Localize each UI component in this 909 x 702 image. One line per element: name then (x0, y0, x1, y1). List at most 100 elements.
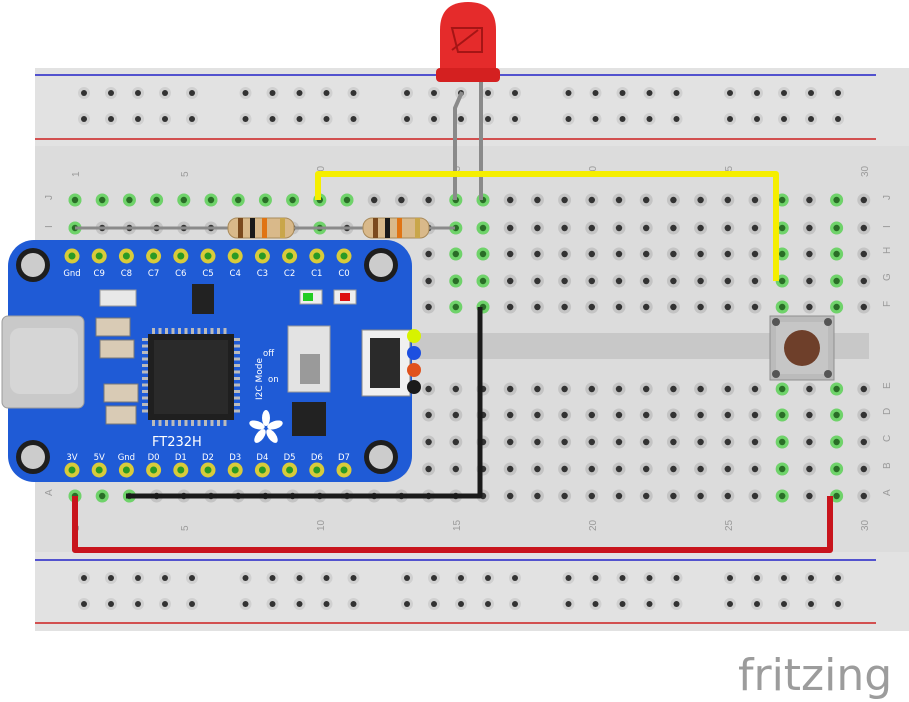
breadboard-hole (857, 221, 871, 235)
breadboard-hole (721, 300, 735, 314)
breadboard-hole (639, 462, 653, 476)
rail-hole (589, 87, 602, 99)
breadboard-hole (802, 193, 816, 207)
breadboard-hole (503, 462, 517, 476)
breadboard-hole (802, 408, 816, 422)
header-pin (254, 462, 270, 478)
rail-hole (805, 572, 817, 584)
row-letter: H (882, 247, 893, 254)
rail-hole (832, 87, 844, 99)
column-number: 20 (588, 519, 599, 531)
connected-hole (830, 382, 844, 396)
header-pin (200, 248, 216, 264)
rail-hole (401, 87, 413, 99)
breadboard-hole (422, 462, 436, 476)
switch-label: I2C Mode (255, 357, 265, 400)
rail-hole (589, 598, 602, 610)
breadboard-hole (857, 193, 871, 207)
breadboard-hole (721, 462, 735, 476)
pin-label: C0 (338, 269, 349, 279)
rail-hole (724, 598, 736, 610)
pin-label: C1 (311, 269, 322, 279)
rail-hole (643, 572, 656, 584)
rail-hole (724, 113, 736, 125)
rail-hole (239, 87, 252, 99)
rail-hole (239, 598, 252, 610)
header-pin (91, 462, 107, 478)
resistor-1 (75, 217, 320, 239)
connected-hole (775, 382, 789, 396)
breadboard-hole (748, 193, 762, 207)
breadboard-hole (449, 435, 463, 449)
breadboard-hole (639, 408, 653, 422)
breadboard-hole (666, 408, 680, 422)
row-letter: J (44, 195, 55, 200)
pin-label: C5 (202, 269, 213, 279)
ft232h-board (1, 240, 421, 482)
connected-hole (830, 193, 844, 207)
header-pin (336, 462, 352, 478)
breadboard-hole (449, 462, 463, 476)
breadboard-hole (612, 408, 626, 422)
breadboard-hole (694, 435, 708, 449)
pin-label: D2 (202, 453, 214, 463)
breadboard-hole (721, 247, 735, 261)
rail-hole (482, 598, 494, 610)
breadboard-hole (585, 489, 599, 503)
breadboard-hole (802, 462, 816, 476)
connected-hole (449, 221, 463, 235)
rail-hole (239, 572, 252, 584)
breadboard-hole (802, 221, 816, 235)
breadboard-hole (666, 489, 680, 503)
rail-hole (159, 113, 171, 125)
pin-label: D1 (175, 453, 187, 463)
breadboard-hole (422, 382, 436, 396)
rail-hole (670, 598, 683, 610)
breadboard-hole (530, 300, 544, 314)
rail-hole (670, 87, 683, 99)
breadboard-hole (721, 408, 735, 422)
breadboard-hole (503, 435, 517, 449)
header-pin (309, 248, 325, 264)
row-letter: A (882, 489, 893, 496)
breadboard-hole (666, 193, 680, 207)
connected-hole (830, 462, 844, 476)
breadboard-hole (748, 221, 762, 235)
breadboard-hole (612, 221, 626, 235)
connected-hole (449, 247, 463, 261)
rail-hole (643, 598, 656, 610)
connected-hole (449, 274, 463, 288)
breadboard-hole (857, 300, 871, 314)
breadboard-hole (666, 382, 680, 396)
breadboard-hole (503, 300, 517, 314)
row-letter: A (44, 489, 55, 496)
breadboard-hole (666, 221, 680, 235)
rail-hole (562, 598, 575, 610)
pin-label: D6 (311, 453, 323, 463)
breadboard-hole (666, 462, 680, 476)
connected-hole (830, 489, 844, 503)
breadboard-hole (639, 221, 653, 235)
breadboard-hole (530, 408, 544, 422)
pin-label: C2 (284, 269, 295, 279)
rail-hole (159, 572, 171, 584)
breadboard-hole (585, 274, 599, 288)
breadboard-hole (748, 300, 762, 314)
breadboard-hole (666, 300, 680, 314)
column-number: 30 (860, 519, 871, 531)
pin-label: C4 (230, 269, 241, 279)
rail-hole (320, 113, 333, 125)
breadboard-hole (748, 435, 762, 449)
breadboard-hole (721, 193, 735, 207)
resistor-2 (320, 217, 455, 239)
connected-hole (476, 247, 490, 261)
rail-hole (428, 598, 440, 610)
rail-hole (401, 113, 413, 125)
pin-label: C9 (94, 269, 105, 279)
rail-hole (266, 87, 279, 99)
rail-hole (105, 87, 117, 99)
breadboard-hole (612, 382, 626, 396)
rail-hole (293, 87, 306, 99)
rail-hole (751, 113, 763, 125)
breadboard-hole (367, 193, 381, 207)
